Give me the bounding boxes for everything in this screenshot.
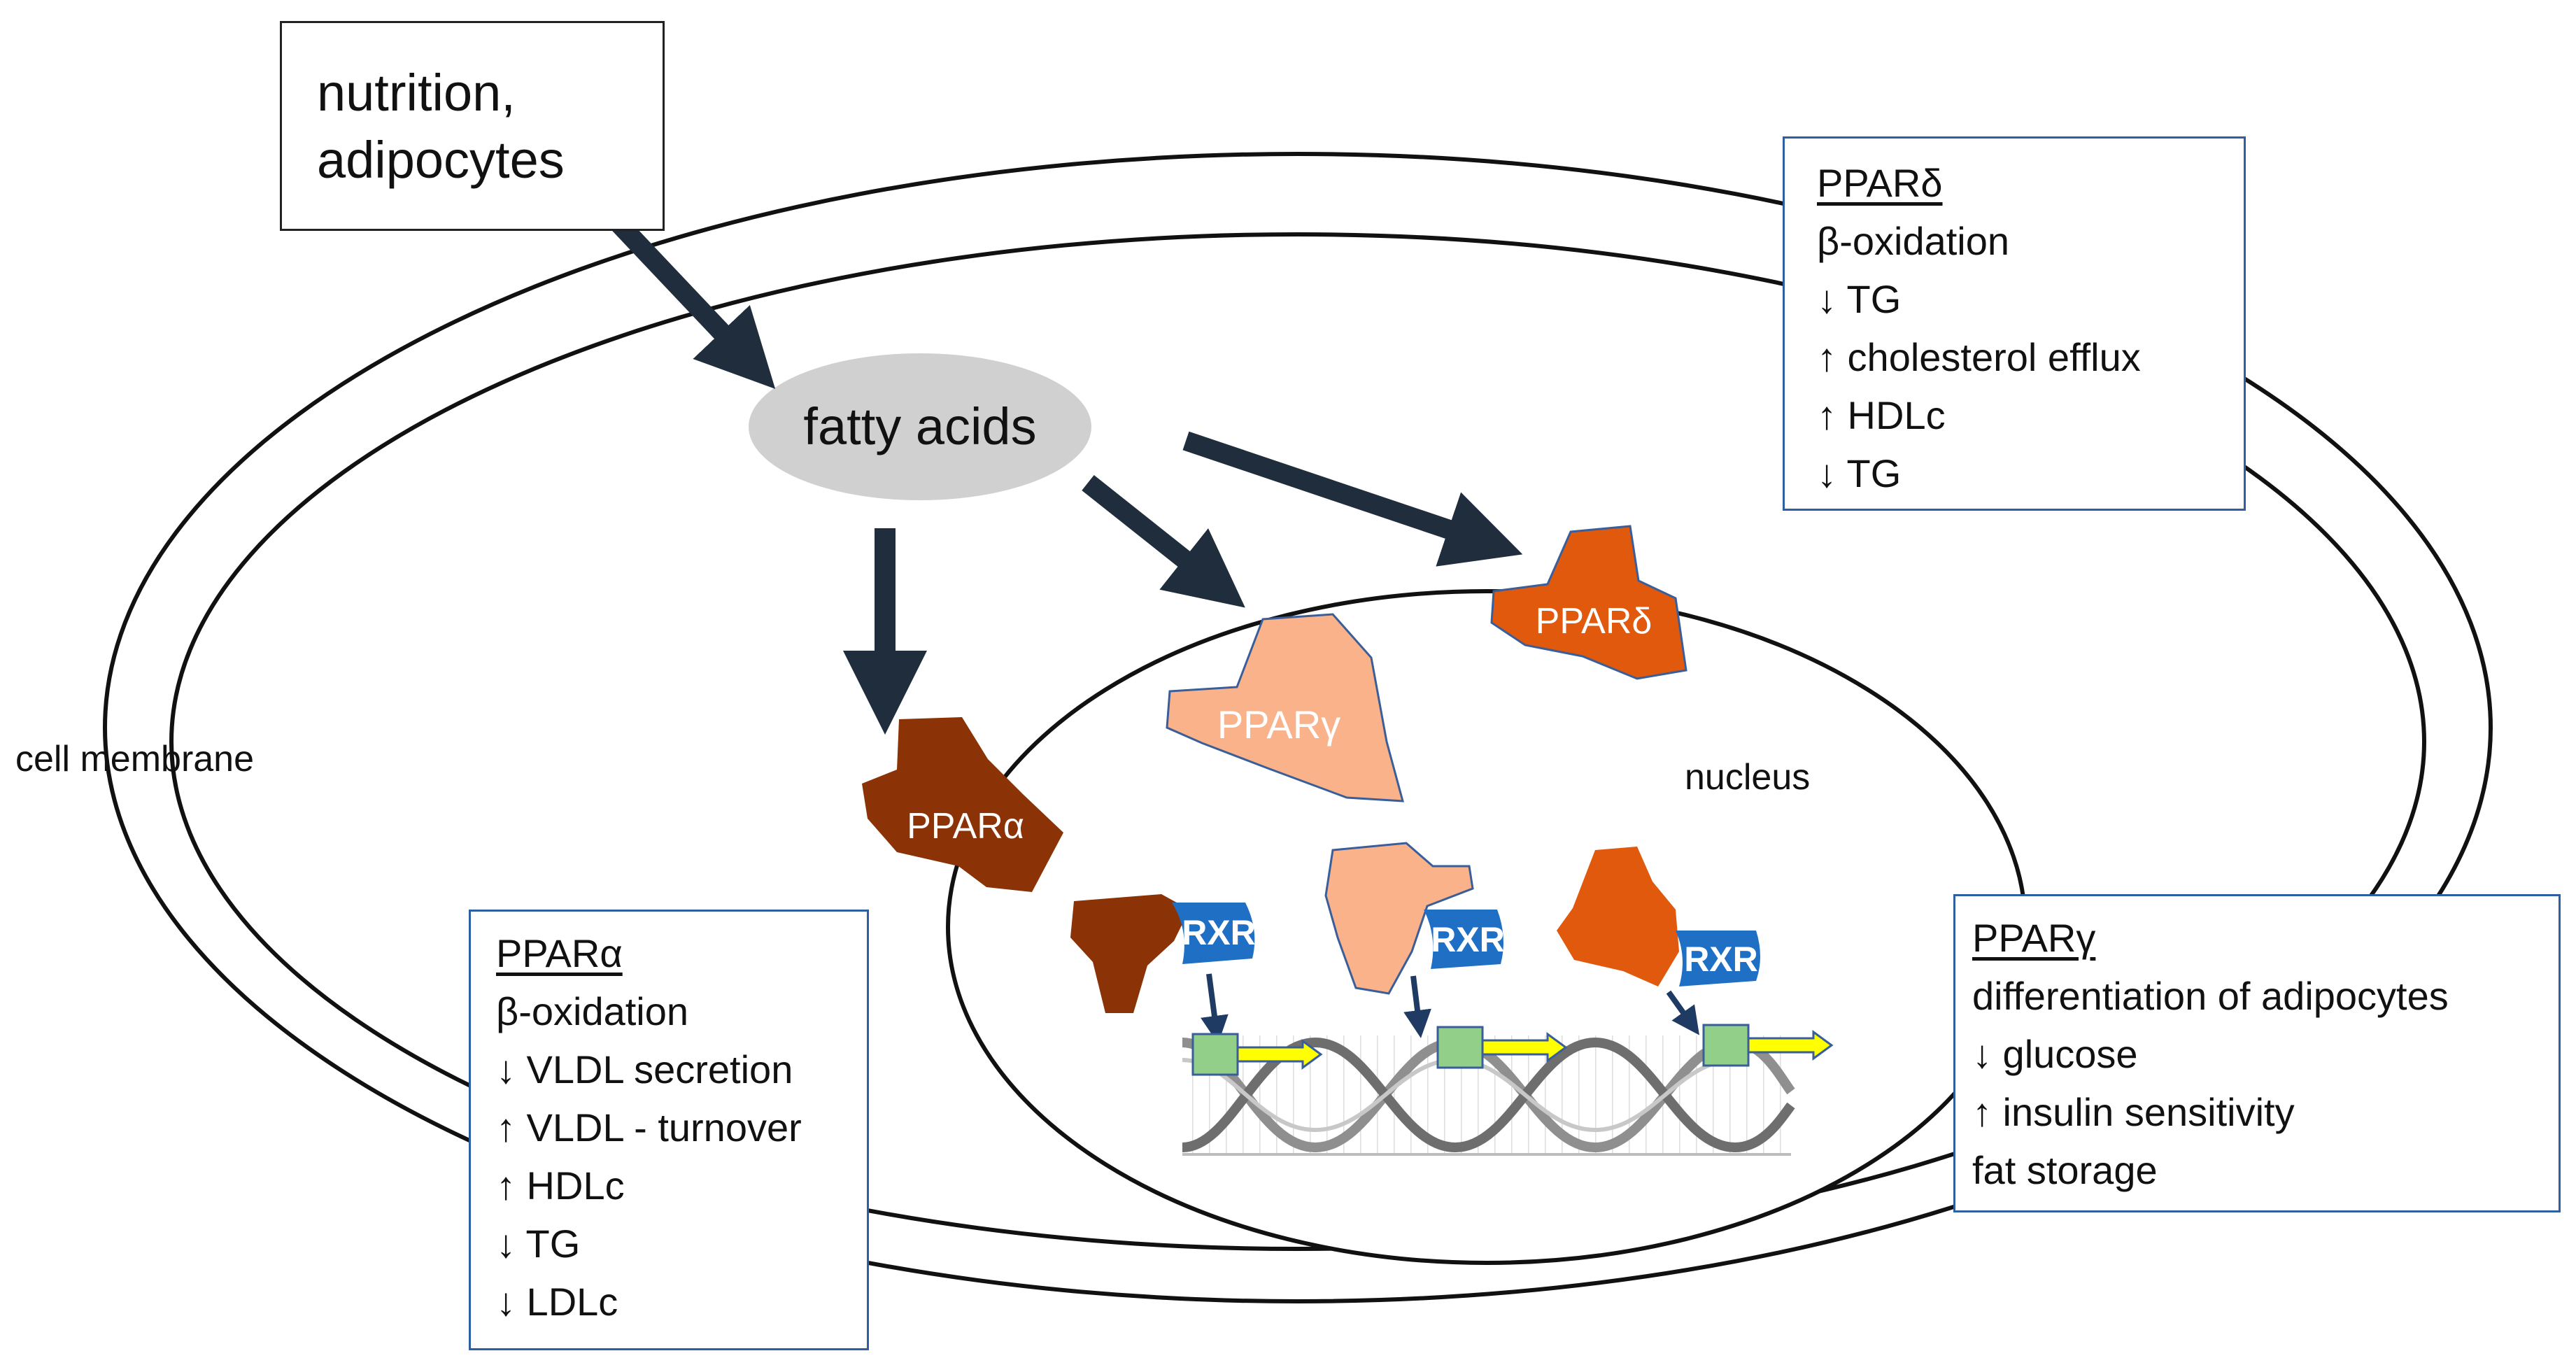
ppar-gamma-effect-1: differentiation of adipocytes — [1972, 974, 2449, 1018]
ppar-alpha-label: PPARα — [907, 806, 1024, 847]
ppar-gamma-label: PPARγ — [1217, 702, 1340, 747]
rxr-box-2 — [1424, 910, 1503, 969]
source-line-2: adipocytes — [317, 131, 565, 189]
gene-element-3 — [1702, 1024, 1834, 1067]
ppar-gamma-protein — [1166, 613, 1404, 802]
source-line-1: nutrition, — [317, 64, 516, 122]
rxr-box-3 — [1676, 931, 1760, 986]
cell-membrane-outer — [103, 152, 2493, 1303]
ppar-delta-protein — [1490, 525, 1687, 680]
ppar-alpha-effect-3: ↑ VLDL - turnover — [496, 1105, 802, 1150]
rxr-label-2: RXR — [1431, 920, 1505, 959]
fatty-acids-label: fatty acids — [803, 397, 1036, 455]
ppar-gamma-effect-2: ↓ glucose — [1972, 1032, 2138, 1076]
ppar-alpha-effect-1: β-oxidation — [496, 989, 689, 1033]
fatty-acids-node — [749, 353, 1091, 500]
rxr-label-1: RXR — [1182, 913, 1256, 952]
ppar-delta-effects-box: PPARδ β-oxidation ↓ TG ↑ cholesterol eff… — [1783, 136, 2246, 511]
ppar-delta-effect-2: ↓ TG — [1817, 277, 1902, 321]
ppar-delta-effect-5: ↓ TG — [1817, 451, 1902, 495]
ppar-alpha-protein — [862, 717, 1063, 892]
ppar-delta-effect-1: β-oxidation — [1817, 219, 2010, 263]
heterodimer-alpha-rxr: RXR — [1070, 894, 1256, 1044]
ppar-delta-bound — [1557, 847, 1679, 986]
heterodimer-delta-rxr: RXR — [1557, 847, 1760, 1035]
gene-element-1 — [1191, 1033, 1323, 1076]
nutrition-source-box: nutrition, adipocytes — [280, 21, 665, 231]
ppar-alpha-effect-5: ↓ TG — [496, 1222, 581, 1266]
cell-membrane-label: cell membrane — [15, 739, 254, 779]
arrow-source-to-fatty-acids — [611, 217, 776, 389]
ppar-delta-effect-3: ↑ cholesterol efflux — [1817, 335, 2141, 379]
ppar-alpha-effects-box: PPARα β-oxidation ↓ VLDL secretion ↑ VLD… — [469, 910, 869, 1350]
ppar-delta-effect-4: ↑ HDLc — [1817, 393, 1946, 437]
ppar-delta-label: PPARδ — [1536, 601, 1653, 642]
arrow-fatty-acids-to-ppar-delta — [1182, 431, 1523, 567]
arrow-dimer2-to-gene — [1403, 975, 1431, 1038]
ppar-gamma-effect-3: ↑ insulin sensitivity — [1972, 1090, 2295, 1134]
ppar-delta-effects-heading: PPARδ — [1817, 161, 1943, 205]
ppar-alpha-effect-6: ↓ LDLc — [496, 1280, 618, 1324]
ppar-gamma-bound — [1324, 842, 1474, 995]
ppar-gamma-effects-box: PPARγ differentiation of adipocytes ↓ gl… — [1953, 894, 2561, 1212]
ppar-alpha-effect-2: ↓ VLDL secretion — [496, 1047, 793, 1091]
gene-element-2 — [1436, 1026, 1568, 1069]
ppar-alpha-effects-heading: PPARα — [496, 931, 623, 975]
ppar-alpha-bound — [1070, 894, 1189, 1013]
nucleus-label: nucleus — [1685, 757, 1810, 798]
arrow-fatty-acids-to-ppar-gamma — [1082, 475, 1245, 608]
cell-membrane-inner — [169, 232, 2426, 1251]
ppar-gamma-effect-4: fat storage — [1972, 1148, 2158, 1192]
rxr-box-1 — [1172, 903, 1255, 964]
ppar-alpha-effect-4: ↑ HDLc — [496, 1164, 625, 1208]
arrow-dimer1-to-gene — [1201, 973, 1229, 1044]
heterodimer-gamma-rxr: RXR — [1324, 842, 1505, 1038]
ppar-gamma-effects-heading: PPARγ — [1972, 916, 2096, 960]
arrow-dimer3-to-gene — [1666, 990, 1699, 1035]
rxr-label-3: RXR — [1684, 940, 1758, 979]
